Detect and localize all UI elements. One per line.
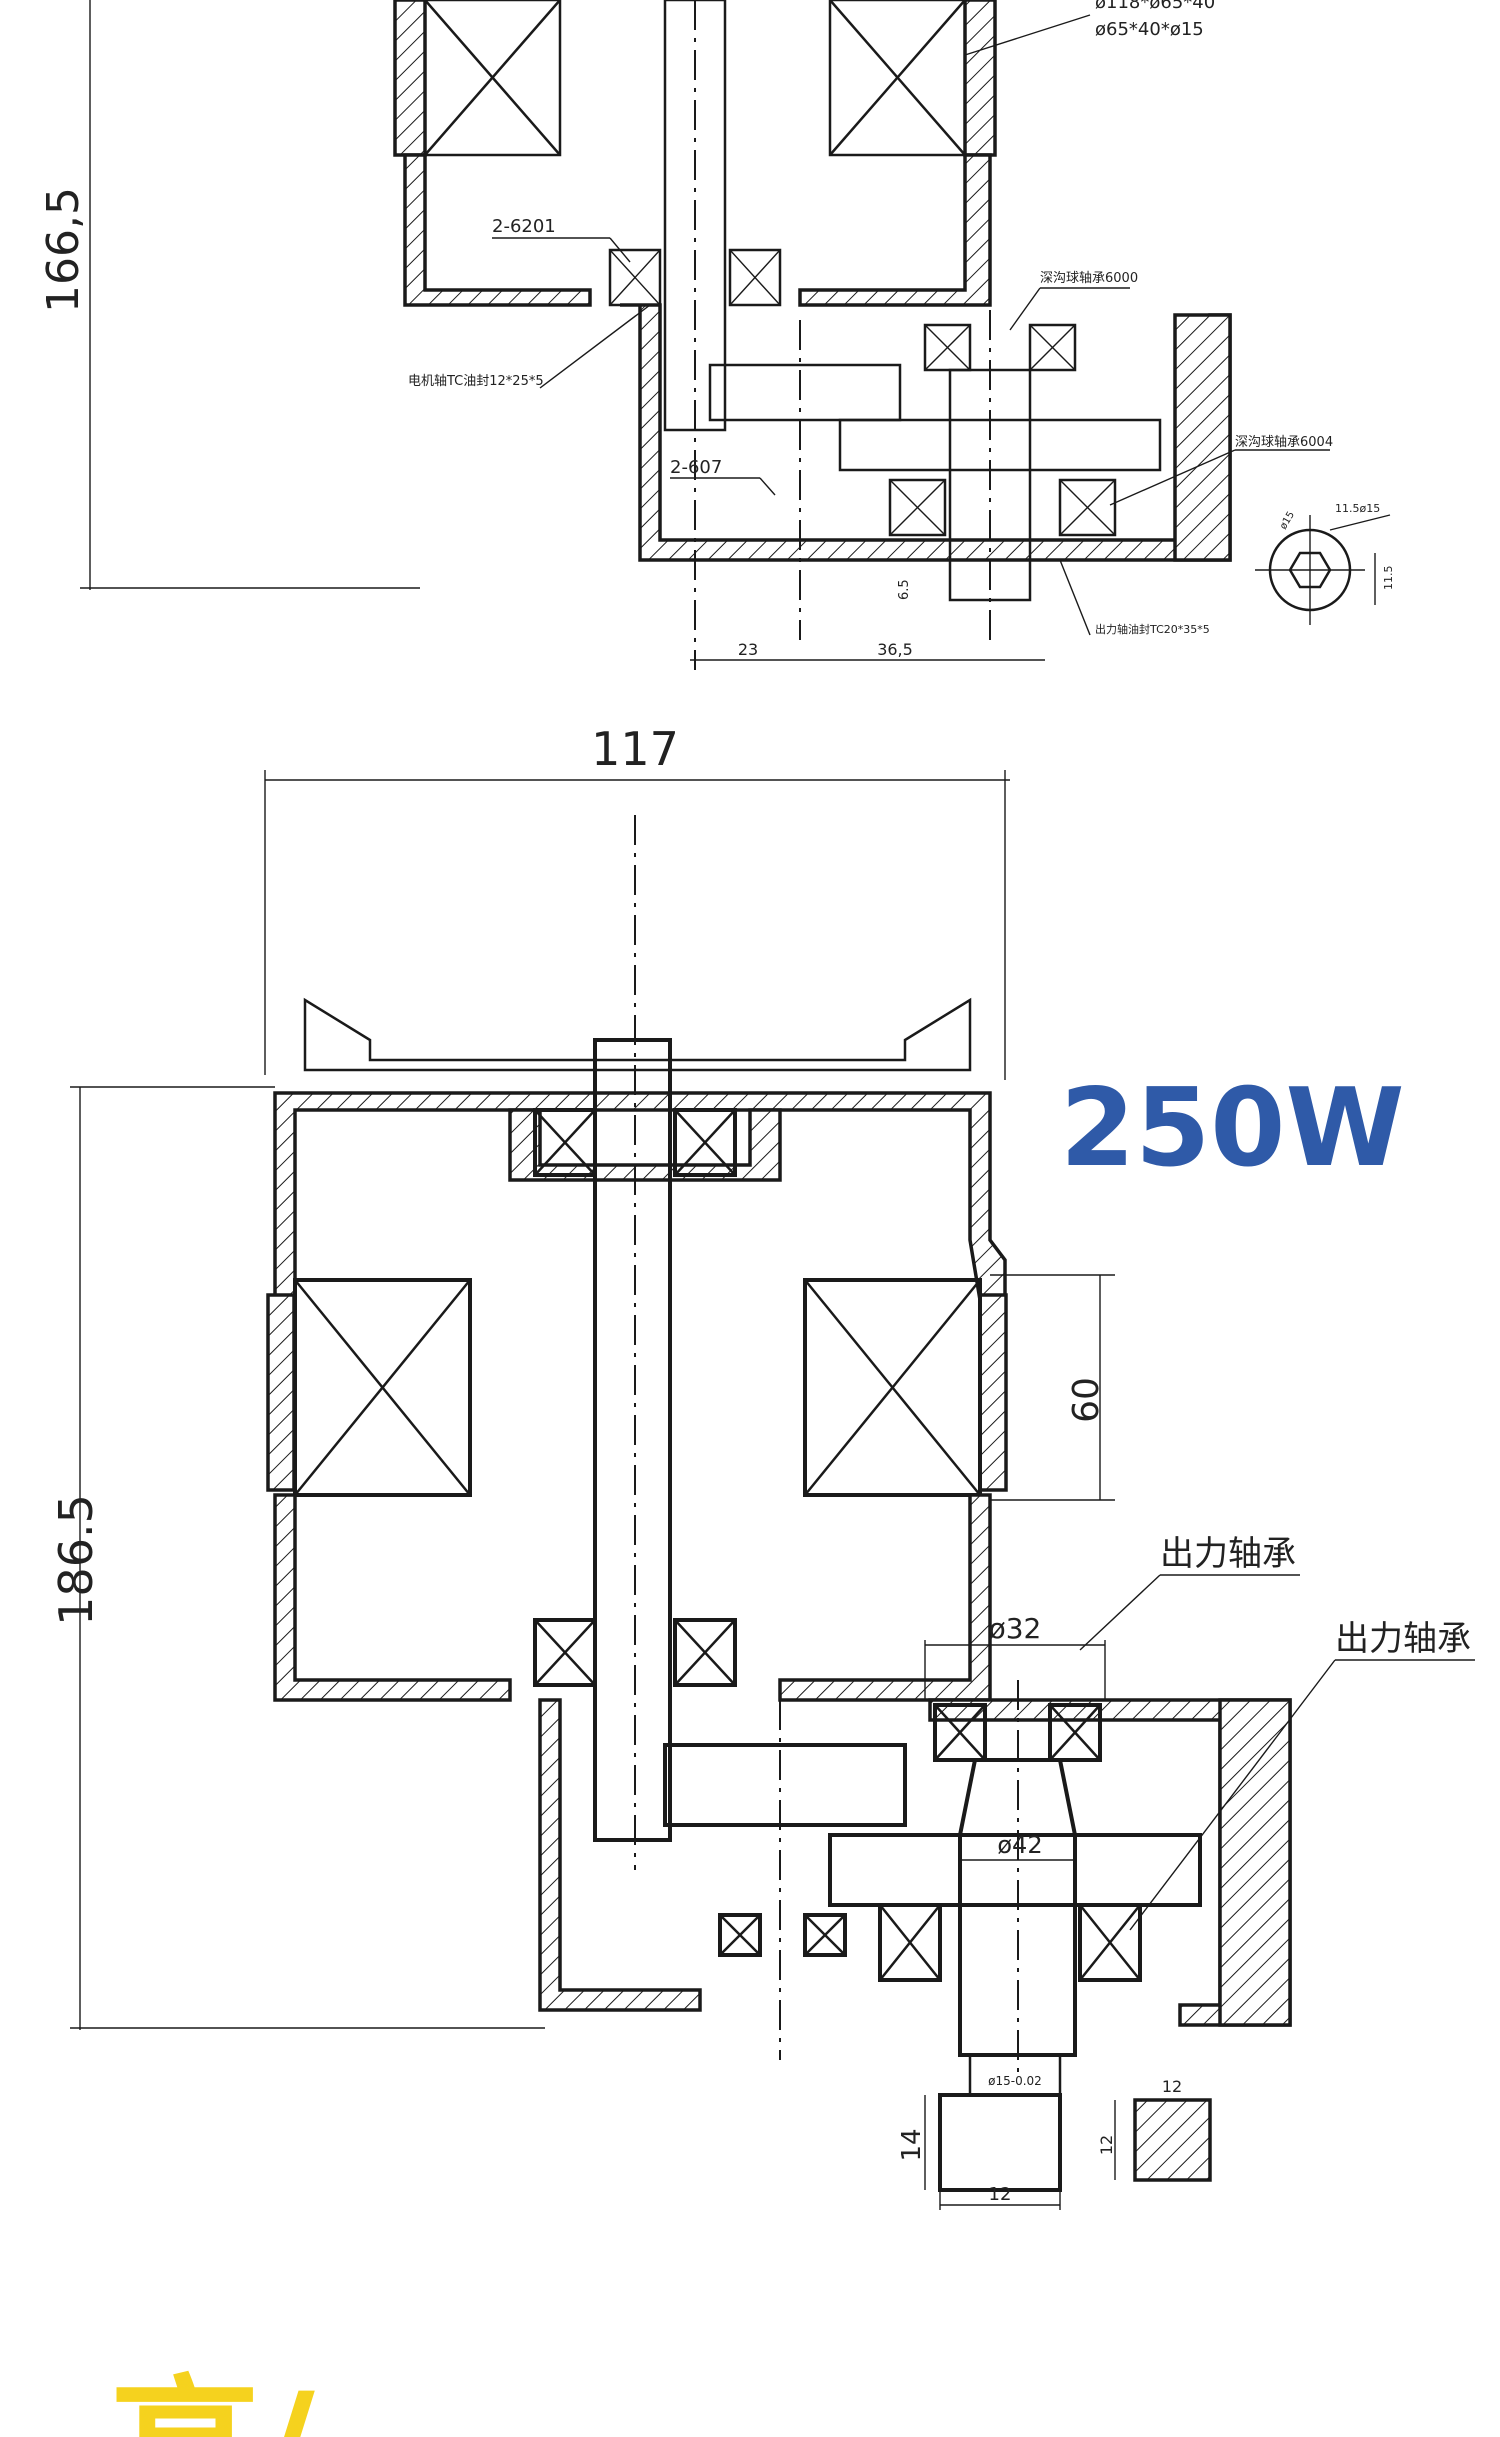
stator-dim-60: 60 (1066, 1377, 1107, 1423)
dim-phi42: ø42 (997, 1831, 1042, 1859)
bottom-height-dim: 186.5 (49, 1494, 103, 1626)
bottom-width-dim: 117 (591, 722, 679, 776)
bottom-banner: 高/ (110, 2362, 315, 2437)
inset-height-label: 11.5 (1382, 566, 1395, 591)
top-label-dims-1: ø118*ø65*40 (1095, 0, 1215, 13)
top-dim-6-5: 6.5 (897, 579, 912, 600)
label-output-bearing-1: 出力轴承 (1160, 1534, 1296, 1574)
inset-width-label: 11.5ø15 (1335, 502, 1380, 515)
dim-key-h2: 12 (1097, 2135, 1116, 2155)
dim-key-w2: 12 (1162, 2077, 1182, 2096)
inset-dia-label: ø15 (1278, 510, 1297, 532)
top-label-dims-2: ø65*40*ø15 (1095, 19, 1204, 40)
label-output-seal: 出力轴油封TC20*35*5 (1095, 622, 1210, 636)
label-output-bearing-2: 出力轴承 (1335, 1619, 1471, 1659)
dim-key-h: 14 (897, 2128, 927, 2161)
label-bearing-6201: 2-6201 (492, 216, 556, 237)
top-dim-23: 23 (738, 640, 758, 659)
dim-shaft-dia: ø15-0.02 (988, 2074, 1042, 2088)
label-motor-seal: 电机轴TC油封12*25*5 (408, 374, 544, 389)
top-dim-36-5: 36,5 (877, 640, 913, 659)
power-badge: 250W (1060, 1066, 1405, 1191)
dim-phi32: ø32 (989, 1612, 1042, 1645)
label-bearing-6000: 深沟球轴承6000 (1040, 271, 1138, 286)
label-bearing-607: 2-607 (670, 457, 722, 478)
bottom-drawing: 117 186.5 60 (49, 722, 1475, 2210)
top-drawing: 166,5 (38, 0, 1395, 670)
shaft-section-inset: 11.5ø15 ø15 11.5 (1255, 502, 1395, 625)
top-height-dim: 166,5 (38, 187, 89, 313)
dim-key-w: 12 (989, 2184, 1012, 2205)
label-bearing-6004: 深沟球轴承6004 (1235, 435, 1333, 450)
